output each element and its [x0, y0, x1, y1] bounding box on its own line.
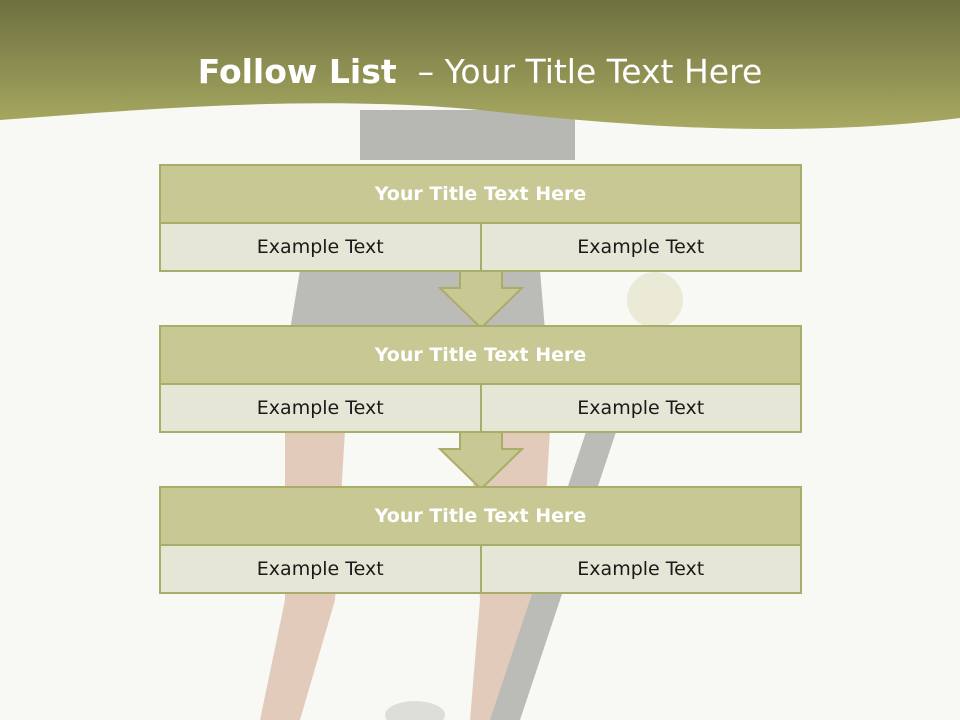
- block-title: Your Title Text Here: [161, 166, 800, 224]
- list-block-3: Your Title Text Here Example Text Exampl…: [159, 486, 802, 594]
- example-text-right: Example Text: [479, 385, 800, 431]
- block-row: Example Text Example Text: [161, 224, 800, 270]
- example-text-left: Example Text: [161, 385, 480, 431]
- block-row: Example Text Example Text: [161, 546, 800, 592]
- block-title: Your Title Text Here: [161, 327, 800, 385]
- list-block-2: Your Title Text Here Example Text Exampl…: [159, 325, 802, 433]
- example-text-right: Example Text: [479, 224, 800, 270]
- block-title: Your Title Text Here: [161, 488, 800, 546]
- slide-title: Follow List – Your Title Text Here: [0, 52, 960, 91]
- down-arrow-icon: [438, 431, 524, 491]
- list-block-1: Your Title Text Here Example Text Exampl…: [159, 164, 802, 272]
- example-text-left: Example Text: [161, 224, 480, 270]
- down-arrow-icon: [438, 270, 524, 330]
- example-text-right: Example Text: [479, 546, 800, 592]
- block-row: Example Text Example Text: [161, 385, 800, 431]
- title-rest: – Your Title Text Here: [396, 52, 763, 91]
- title-bold: Follow List: [197, 52, 397, 91]
- example-text-left: Example Text: [161, 546, 480, 592]
- header-band: [0, 0, 960, 130]
